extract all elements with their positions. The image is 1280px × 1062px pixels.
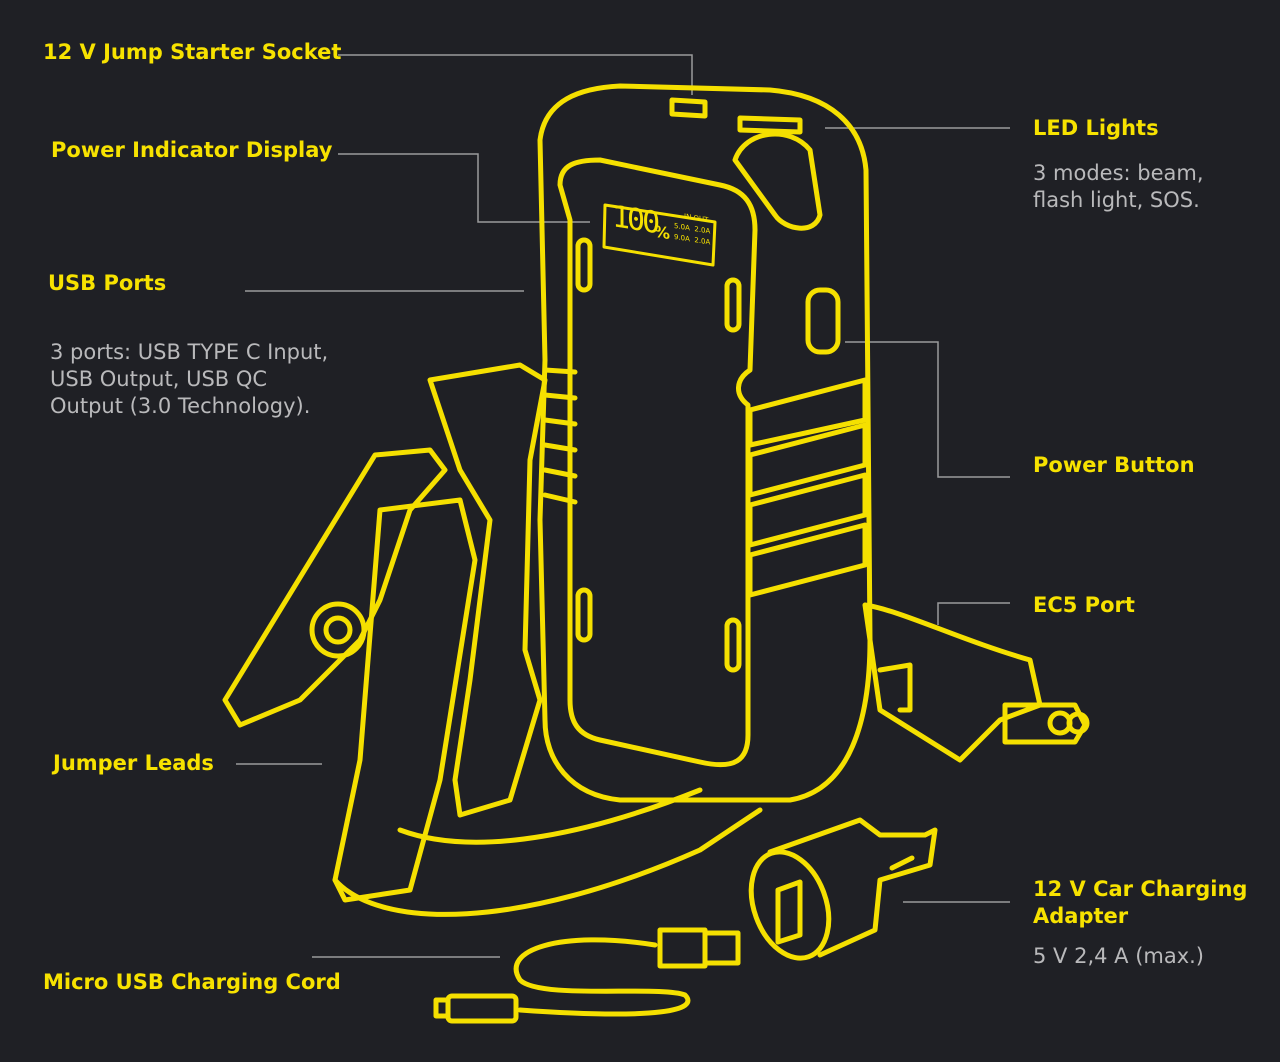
led-lights-description: 3 modes: beam, flash light, SOS. — [1033, 160, 1204, 214]
label-micro-usb-cord: Micro USB Charging Cord — [43, 970, 341, 994]
desc-line: flash light, SOS. — [1033, 188, 1200, 212]
label-jumper-leads: Jumper Leads — [53, 751, 214, 775]
power-indicator-display — [602, 203, 717, 267]
jumper-leads-drawing — [222, 362, 763, 917]
leader-lines — [236, 54, 1010, 958]
label-car-charging-adapter: 12 V Car Charging Adapter — [1033, 876, 1247, 930]
desc-line: 3 ports: USB TYPE C Input, — [50, 340, 329, 364]
label-power-button: Power Button — [1033, 453, 1195, 477]
label-line: Adapter — [1033, 904, 1129, 928]
jump-starter-unit — [537, 83, 1090, 803]
label-jump-starter-socket: 12 V Jump Starter Socket — [43, 40, 342, 64]
display-percent: 100 — [612, 199, 658, 242]
display-row-2: 9.0A 2.0A — [674, 232, 711, 247]
desc-line: 3 modes: beam, — [1033, 161, 1204, 185]
label-line: 12 V Car Charging — [1033, 877, 1248, 901]
label-usb-ports: USB Ports — [48, 271, 167, 295]
label-led-lights: LED Lights — [1033, 116, 1159, 140]
display-percent-sign: % — [654, 221, 671, 244]
desc-line: Output (3.0 Technology). — [50, 394, 311, 418]
label-power-indicator-display: Power Indicator Display — [51, 138, 333, 162]
car-adapter-description: 5 V 2,4 A (max.) — [1033, 944, 1205, 968]
micro-usb-cord-drawing — [433, 927, 741, 1024]
desc-line: USB Output, USB QC — [50, 367, 268, 391]
display-header: IN OUT — [684, 212, 709, 225]
car-charging-adapter-drawing — [748, 817, 938, 961]
label-ec5-port: EC5 Port — [1033, 593, 1135, 617]
usb-ports-description: 3 ports: USB TYPE C Input, USB Output, U… — [50, 339, 328, 420]
